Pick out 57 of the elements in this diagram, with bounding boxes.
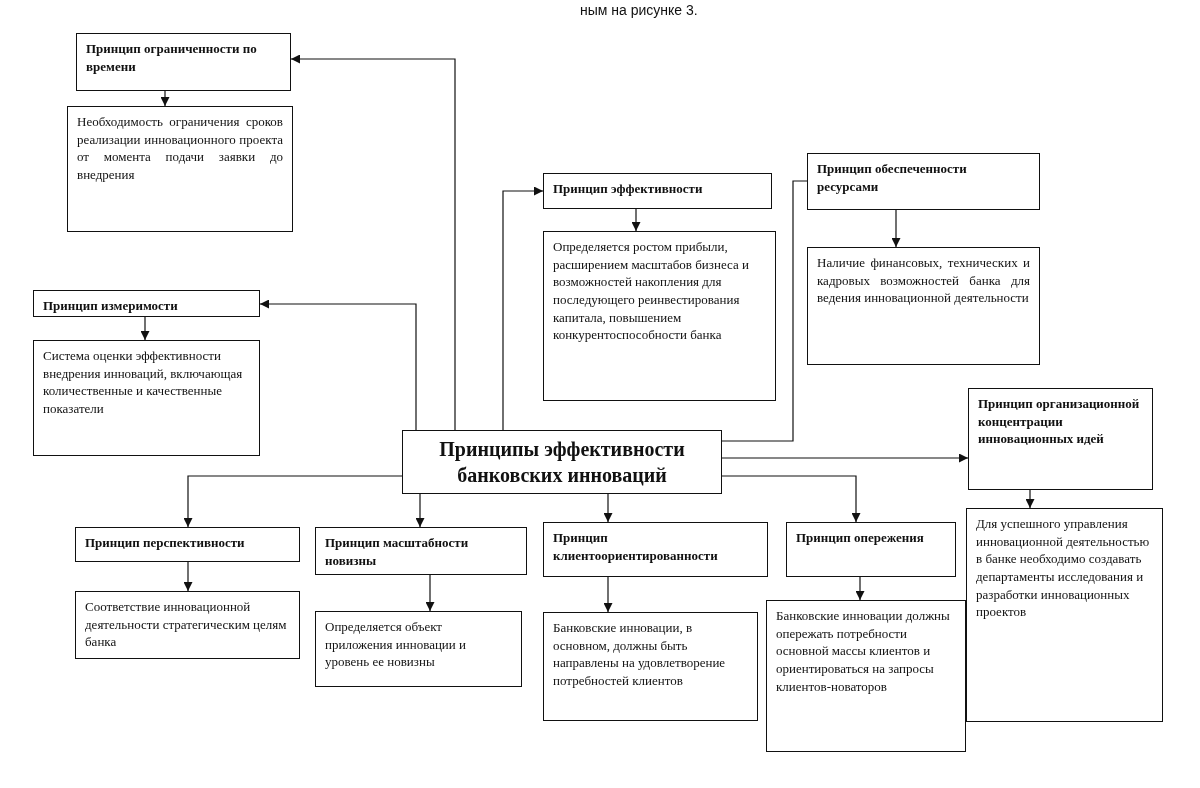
arrow <box>603 576 613 613</box>
description-box <box>543 612 758 721</box>
principle-title: Принцип масштабности новизны <box>325 534 470 570</box>
text-fragment: ным на рисунке 3. <box>580 2 698 18</box>
principle-box <box>968 388 1153 490</box>
arrow <box>891 209 901 248</box>
principle-title: Принцип обеспеченности ресурсами <box>817 160 968 196</box>
arrow <box>140 316 150 341</box>
arrow <box>1025 489 1035 509</box>
description-box <box>67 106 293 232</box>
arrow <box>425 574 435 612</box>
connector-line <box>721 180 808 442</box>
description-text: Для успешного управления инновационной деятельностью в банке необходимо создавать департаменты исследования и разработки инновационных проектов <box>976 515 1151 622</box>
description-box <box>315 611 522 687</box>
description-box <box>766 600 966 752</box>
description-text: Определяется ростом прибыли, расширением масштабов бизнеса и возможностей накопления для последующего реинвестирования капитала, повышением конкурентоспособности банка <box>553 238 750 345</box>
description-text: Банковские инновации должны опережать потребности основной массы клиентов и ориентироваться на запросы клиентов-новаторов <box>776 607 951 696</box>
arrow <box>183 561 193 592</box>
description-text: Система оценки эффективности внедрения инноваций, включающая количественные и качественные показатели <box>43 347 244 418</box>
arrow <box>855 576 865 601</box>
principle-box <box>543 522 768 577</box>
principle-title: Принципы эффективности банковских инноваций <box>438 437 686 488</box>
description-text: Определяется объект приложения инновации и уровень ее новизны <box>325 618 467 671</box>
principle-box <box>543 173 772 209</box>
principle-title: Принцип перспективности <box>85 534 246 552</box>
arrow <box>603 493 613 523</box>
arrow <box>721 453 969 463</box>
description-box <box>807 247 1040 365</box>
description-text: Необходимость ограничения сроков реализации инновационного проекта от момента подачи заявки до внедрения <box>77 113 283 184</box>
principle-title: Принцип опережения <box>796 529 925 547</box>
arrow <box>259 299 417 431</box>
principle-title: Принцип ограниченности по времени <box>86 40 258 76</box>
description-text: Банковские инновации, в основном, должны быть направлены на удовлетворение потребностей клиентов <box>553 619 727 690</box>
arrow <box>183 475 403 528</box>
principle-box <box>75 527 300 562</box>
principle-title: Принцип организационной концентрации инновационных идей <box>978 395 1141 448</box>
principle-box <box>76 33 291 91</box>
arrow <box>721 475 861 523</box>
description-box <box>966 508 1163 722</box>
description-box <box>33 340 260 456</box>
principle-box <box>315 527 527 575</box>
arrow <box>290 54 456 431</box>
principle-title: Принцип клиентоориентированности <box>553 529 719 565</box>
description-text: Наличие финансовых, технических и кадровых возможностей банка для ведения инновационной деятельности <box>817 254 1030 307</box>
principle-box <box>33 290 260 317</box>
description-text: Соответствие инновационной деятельности стратегическим целям банка <box>85 598 288 651</box>
description-box <box>75 591 300 659</box>
description-box <box>543 231 776 401</box>
arrow <box>160 90 170 107</box>
arrow <box>415 493 425 528</box>
arrow <box>502 186 544 431</box>
principle-title: Принцип эффективности <box>553 180 704 198</box>
principle-title: Принцип измеримости <box>43 297 179 315</box>
arrow <box>631 208 641 232</box>
central-box <box>402 430 722 494</box>
principle-box <box>786 522 956 577</box>
principle-box <box>807 153 1040 210</box>
